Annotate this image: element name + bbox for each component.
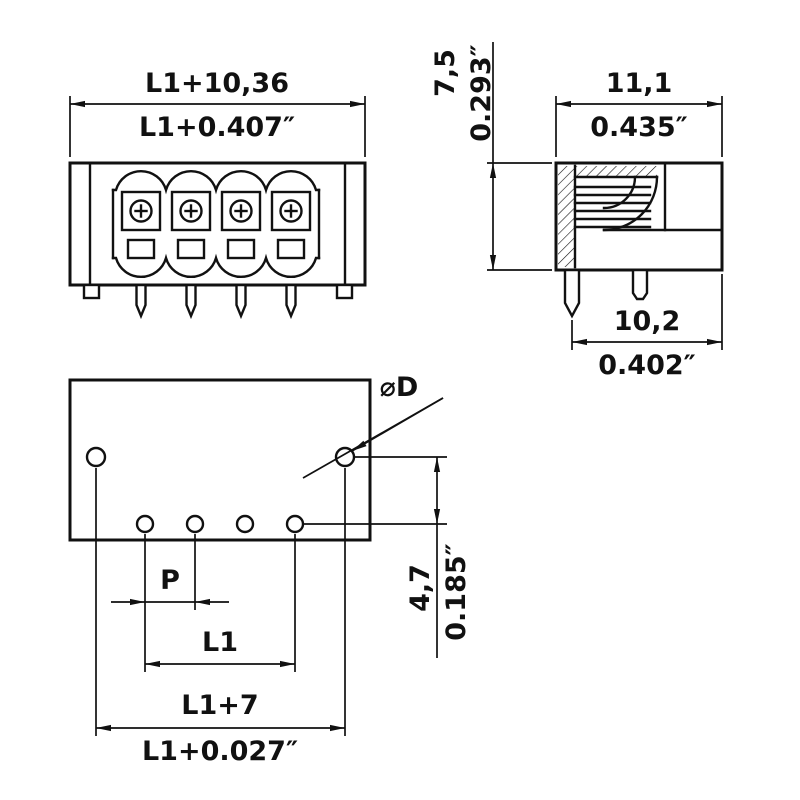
wire-slot [276,238,306,260]
dim-side-height-in: 0.293″ [466,44,497,141]
mounting-peg [631,268,649,301]
side-bottom-width-dimension: 10,2 0.402″ [571,274,723,381]
wire-slot [176,238,206,260]
side-view: 11,1 0.435″ 7,5 0.293″ [430,42,724,381]
hatch-section-top [575,166,657,177]
screw [170,190,212,232]
dim-side-bottom-width-in: 0.402″ [598,350,695,381]
pin-hole [185,514,205,534]
dim-side-top-width-in: 0.435″ [590,112,687,143]
screw [270,190,312,232]
mounting-peg [335,283,354,300]
pin-hole [135,514,155,534]
span-dimension: L1 [145,627,295,668]
dim-pitch: P [160,565,180,596]
solder-pin [563,268,581,319]
side-height-dimension: 7,5 0.293″ [430,42,552,271]
dim-front-width-in: L1+0.407″ [139,112,295,143]
wire-slot [226,238,256,260]
pole [220,190,262,320]
solder-pin [185,283,197,320]
front-width-dimension: L1+10,36 L1+0.407″ [69,68,366,157]
pin-hole [235,514,255,534]
pole [170,190,212,320]
solder-pin [135,283,147,320]
pcb-outline [68,378,372,542]
solder-pin [285,283,297,320]
dim-hole-diameter: ⌀D [380,372,419,403]
hole-diameter-callout: ⌀D [302,372,444,479]
mounting-peg [82,283,101,300]
pin-hole [285,514,305,534]
dim-front-width-mm: L1+10,36 [145,68,289,99]
dim-side-height-mm: 7,5 [430,49,461,97]
pole [270,190,312,320]
screw [120,190,162,232]
pole [120,190,162,320]
mounting-hole [85,446,107,468]
dim-span: L1 [202,627,238,658]
wire-slot [126,238,156,260]
curved-wall-inner [602,175,637,210]
dim-row-offset-in: 0.185″ [441,543,472,640]
front-connector-body [68,161,367,320]
screw [220,190,262,232]
side-top-width-dimension: 11,1 0.435″ [555,68,723,157]
hatch-section-left [558,166,575,267]
dim-overall-mm: L1+7 [181,690,258,721]
dim-side-bottom-width-mm: 10,2 [614,306,681,337]
insert-bottom-scallop [111,253,321,279]
footprint-view: ⌀D 4,7 0.185″ P L1 L1+7 L1 [68,372,472,767]
side-connector-body [554,161,724,319]
solder-pin [235,283,247,320]
row-offset-dimension: 4,7 0.185″ [303,456,472,658]
dim-overall-in: L1+0.027″ [142,736,298,767]
pitch-dimension: P [111,565,229,606]
dim-side-top-width-mm: 11,1 [606,68,673,99]
front-view: L1+10,36 L1+0.407″ [68,68,367,320]
dim-row-offset-mm: 4,7 [405,564,436,612]
insert-top-scallop [111,169,321,195]
overall-dimension: L1+7 L1+0.027″ [96,690,345,767]
